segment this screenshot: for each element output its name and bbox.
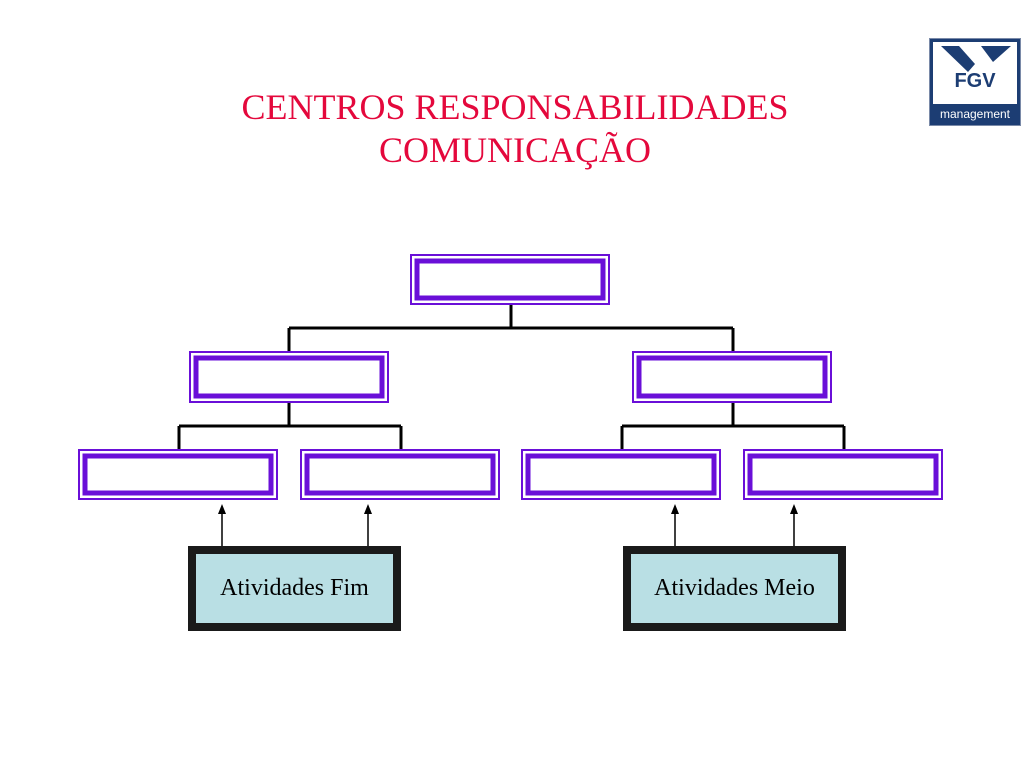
org-box-level3-1	[78, 449, 278, 500]
org-boxes	[78, 254, 943, 500]
logo-subtitle: management	[939, 107, 1011, 121]
org-box-level2-left	[189, 351, 389, 403]
org-box-level3-3	[521, 449, 721, 500]
logo-fgv-text: FGV	[954, 70, 996, 92]
arrow-meio-2	[790, 504, 798, 548]
connector-lines	[177, 304, 846, 450]
arrow-fim-1	[218, 504, 226, 548]
atividades-meio-label: Atividades Meio	[654, 575, 815, 601]
arrow-fim-2	[364, 504, 372, 548]
org-box-level3-2	[300, 449, 500, 500]
atividades-meio-box: Atividades Meio	[623, 546, 846, 631]
title-line-1: CENTROS RESPONSABILIDADES	[241, 87, 789, 127]
org-box-level2-right	[632, 351, 832, 403]
arrow-meio-1	[671, 504, 679, 548]
atividades-fim-box: Atividades Fim	[188, 546, 401, 631]
arrows	[218, 504, 798, 548]
org-box-root	[410, 254, 610, 305]
atividades-fim-label: Atividades Fim	[220, 575, 369, 601]
fgv-logo: FGV management	[929, 38, 1021, 126]
logo-white-panel: FGV	[933, 42, 1017, 104]
logo-chevron-icon	[941, 46, 1011, 72]
title-line-2: COMUNICAÇÃO	[378, 130, 652, 170]
slide-title: CENTROS RESPONSABILIDADES COMUNICAÇÃO	[0, 86, 1024, 172]
org-box-level3-4	[743, 449, 943, 500]
